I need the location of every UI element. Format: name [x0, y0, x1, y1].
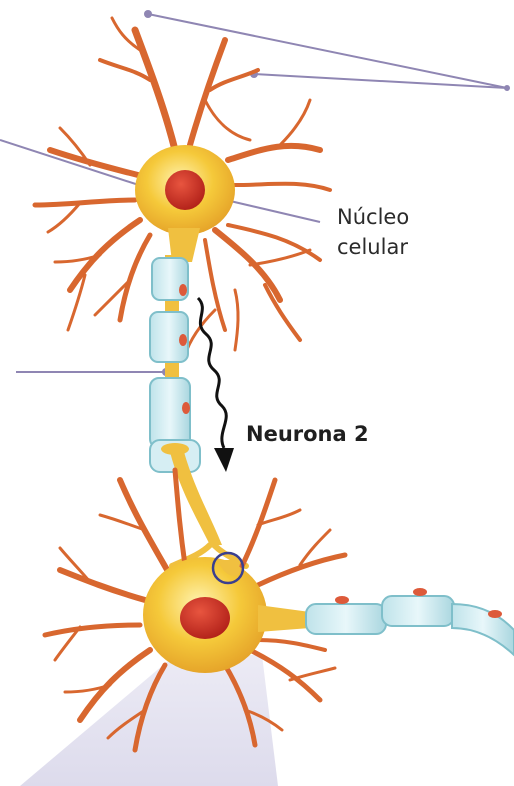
- neuron-2-axon-hillock: [258, 605, 310, 632]
- nucleus-label-line2: celular: [337, 232, 409, 262]
- neuron-2-label: Neurona 2: [246, 422, 369, 446]
- nucleus-label: Núcleo celular: [337, 202, 409, 262]
- callout-lines: [0, 14, 507, 372]
- neuron-1: [35, 18, 330, 566]
- nucleus-label-line1: Núcleo: [337, 202, 409, 232]
- neuron-2-myelin: [306, 596, 514, 655]
- neuron-2-nucleus: [180, 597, 230, 639]
- neuron-1-nucleus: [165, 170, 205, 210]
- zoom-cone-shadow: [20, 655, 278, 786]
